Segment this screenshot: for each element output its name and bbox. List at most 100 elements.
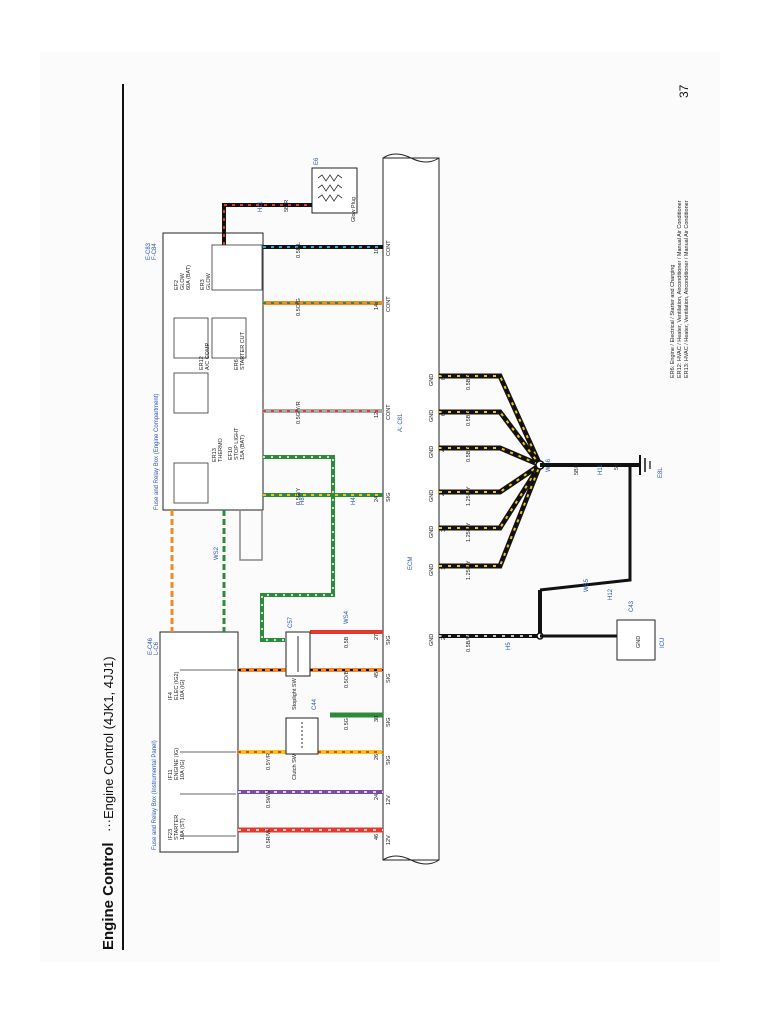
icu-box: C43 GND ICU (616, 600, 666, 661)
svg-text:SIG: SIG (386, 493, 392, 502)
wire-ws2 (222, 510, 263, 632)
svg-text:46: 46 (374, 834, 380, 840)
relay-er3-label: ER3 GLOW (200, 272, 212, 290)
wire-gnd-4 (439, 462, 542, 495)
splice-ws5-label: WS5 (584, 578, 590, 592)
relay-er3 (211, 244, 263, 291)
wire-gnd-3 (439, 463, 543, 531)
wire-ws6-label: 5B/Y (574, 463, 580, 475)
relay-er13 (173, 462, 209, 504)
svg-text:THERMO: THERMO (218, 437, 224, 462)
svg-text:12V: 12V (386, 795, 392, 805)
svg-text:24: 24 (374, 496, 380, 502)
page-number: 37 (677, 84, 691, 98)
svg-text:0.5B/W: 0.5B/W (466, 633, 472, 652)
svg-text:CONT: CONT (386, 404, 392, 420)
splice-ws4-label: WS4 (344, 610, 350, 624)
svg-text:H5: H5 (506, 642, 512, 650)
svg-text:SIG: SIG (386, 636, 392, 645)
glow-plug-label: Glow Plug (351, 197, 357, 222)
wire-gnd-branch (539, 465, 632, 592)
svg-text:0.5R/W: 0.5R/W (266, 829, 272, 848)
svg-text:24: 24 (374, 794, 380, 800)
ground-e8l-label: E8L (658, 467, 664, 478)
svg-text:STOP LIGHT: STOP LIGHT (234, 427, 240, 460)
svg-text:GND: GND (429, 564, 435, 576)
fuse-if23: IF23 STARTER 10A (ST) (168, 815, 186, 840)
svg-text:A/C COMP: A/C COMP (205, 342, 211, 370)
ground-e8l: E8L (639, 455, 664, 478)
stoplight-switch: C57 Stoplight SW (285, 616, 311, 710)
svg-text:GND: GND (429, 490, 435, 502)
icu-pin-label: GND (636, 636, 642, 648)
svg-text:29: 29 (441, 634, 447, 640)
ecm-label: ECM (408, 557, 414, 570)
fuse-box-ip-title: Fuse and Relay Box (Instrumental Panel) (152, 740, 158, 850)
svg-text:H8: H8 (300, 497, 306, 505)
svg-text:15A (BAT): 15A (BAT) (240, 435, 246, 460)
svg-text:ENGINE (IG): ENGINE (IG) (174, 748, 180, 780)
clutch-switch-name: Clutch SW (292, 753, 298, 780)
svg-text:0.5W/V: 0.5W/V (266, 790, 272, 808)
footnotes: ER6: Engine / Electrical / Starter and C… (670, 200, 690, 378)
clutch-switch: C44 Clutch SW (285, 698, 319, 780)
fuse-ef2-label: EF2 GLOW 60A (BAT) (174, 265, 192, 290)
svg-text:26: 26 (374, 754, 380, 760)
relay-er6 (211, 317, 247, 359)
ecm-box: ECM A: C81 (382, 153, 440, 865)
svg-text:0.5B/Y: 0.5B/Y (466, 373, 472, 390)
svg-text:ER6: Engine / Electrical / Sta: ER6: Engine / Electrical / Starter and C… (670, 265, 676, 378)
svg-text:43: 43 (441, 446, 447, 452)
page-title: Engine Control ···Engine Control (4JK1, … (100, 656, 117, 950)
wire-gnd-62 (439, 409, 542, 467)
wire-gnd-81 (439, 373, 543, 467)
fuse-box-ip: Fuse and Relay Box (Instrumental Panel) … (148, 631, 239, 853)
glow-wire-label: 5B/R (284, 200, 290, 212)
svg-text:1.25B/Y: 1.25B/Y (466, 560, 472, 580)
icu-id: C43 (629, 600, 635, 612)
wire-glow-stripe (223, 204, 312, 245)
svg-text:SIG: SIG (386, 756, 392, 765)
svg-text:ER13: ER13 (212, 448, 218, 462)
fuse-box-ip-connector2: L-C6 (154, 641, 160, 655)
svg-text:ER13: HVAC / Heater, Ventilati: ER13: HVAC / Heater, Ventilation, Aircon… (684, 200, 690, 378)
svg-text:SIG: SIG (386, 674, 392, 683)
svg-text:ER6: ER6 (234, 359, 240, 370)
svg-text:H12: H12 (608, 588, 614, 600)
svg-text:SIG: SIG (386, 718, 392, 727)
fuse-box-ec-title: Fuse and Relay Box (Engine Compartment) (154, 394, 160, 510)
svg-text:0.5G: 0.5G (344, 718, 350, 730)
svg-text:GLOW: GLOW (206, 272, 212, 290)
svg-text:0.5O/B: 0.5O/B (344, 671, 350, 688)
svg-text:3: 3 (441, 529, 447, 532)
fuse-box-ec-connector: E-C83 (146, 242, 152, 260)
glow-plug: E6 Glow Plug (311, 157, 358, 222)
diagram-canvas (40, 52, 720, 962)
svg-text:CONT: CONT (386, 296, 392, 312)
svg-text:STARTER CUT: STARTER CUT (240, 331, 246, 370)
svg-text:GND: GND (429, 410, 435, 422)
svg-text:0.5G/Y/R: 0.5G/Y/R (296, 401, 302, 424)
svg-text:12: 12 (374, 412, 380, 418)
title-bold: Engine Control (100, 843, 117, 951)
svg-text:10A (ST): 10A (ST) (180, 818, 186, 840)
fuse-if4: IF4 ELEC (IG2) 10A (IG) (168, 671, 186, 700)
svg-text:IF4: IF4 (168, 692, 174, 700)
splice-ws2-label: WS2 (214, 546, 220, 560)
wire-stoplight-feed (260, 455, 335, 642)
ecm-pin-labels: 46 12V 24 12V 26 SIG 30 SIG 45 SIG 27 SI… (374, 240, 392, 845)
ecm-gnd-labels: GND 29 GND 1 GND 3 GND 4 GND 43 GND 62 G… (429, 374, 447, 646)
relay-er12 (173, 317, 209, 359)
svg-text:12V: 12V (386, 835, 392, 845)
relay-er13-label: ER13 THERMO (212, 437, 224, 462)
relay-er12-coil (173, 372, 209, 414)
svg-text:GLOW: GLOW (180, 272, 186, 290)
svg-text:0.5B/Y: 0.5B/Y (466, 445, 472, 462)
svg-text:ER12: ER12 (199, 356, 205, 370)
svg-text:GND: GND (429, 526, 435, 538)
svg-text:EF2: EF2 (174, 280, 180, 290)
svg-text:60A (BAT): 60A (BAT) (186, 265, 192, 290)
svg-text:H4: H4 (351, 497, 357, 505)
svg-text:10A (IG): 10A (IG) (180, 759, 186, 780)
svg-text:10A (IG): 10A (IG) (180, 679, 186, 700)
